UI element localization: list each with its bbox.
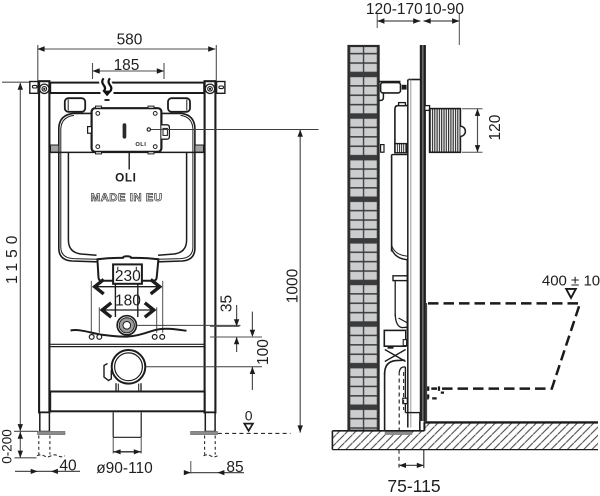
svg-text:0: 0 — [245, 407, 253, 423]
svg-text:OLI: OLI — [135, 142, 146, 148]
svg-text:120-170: 120-170 — [366, 1, 423, 18]
svg-text:230: 230 — [115, 268, 141, 285]
svg-text:180: 180 — [115, 292, 141, 309]
svg-text:580: 580 — [117, 32, 143, 49]
svg-text:MADE IN EU: MADE IN EU — [91, 192, 163, 204]
svg-text:1150: 1150 — [4, 231, 21, 284]
svg-text:100: 100 — [255, 339, 272, 365]
svg-text:40: 40 — [59, 458, 77, 475]
svg-text:0-200: 0-200 — [0, 429, 15, 464]
svg-text:185: 185 — [114, 57, 140, 74]
svg-text:85: 85 — [226, 459, 243, 476]
svg-text:ø90-110: ø90-110 — [96, 460, 153, 477]
svg-text:1000: 1000 — [284, 268, 301, 303]
svg-text:10-90: 10-90 — [424, 1, 464, 18]
svg-text:75-115: 75-115 — [387, 476, 440, 496]
svg-text:400 ± 10: 400 ± 10 — [542, 272, 600, 289]
svg-text:120: 120 — [487, 114, 504, 140]
svg-text:35: 35 — [218, 295, 235, 312]
svg-text:OLI: OLI — [115, 171, 136, 185]
